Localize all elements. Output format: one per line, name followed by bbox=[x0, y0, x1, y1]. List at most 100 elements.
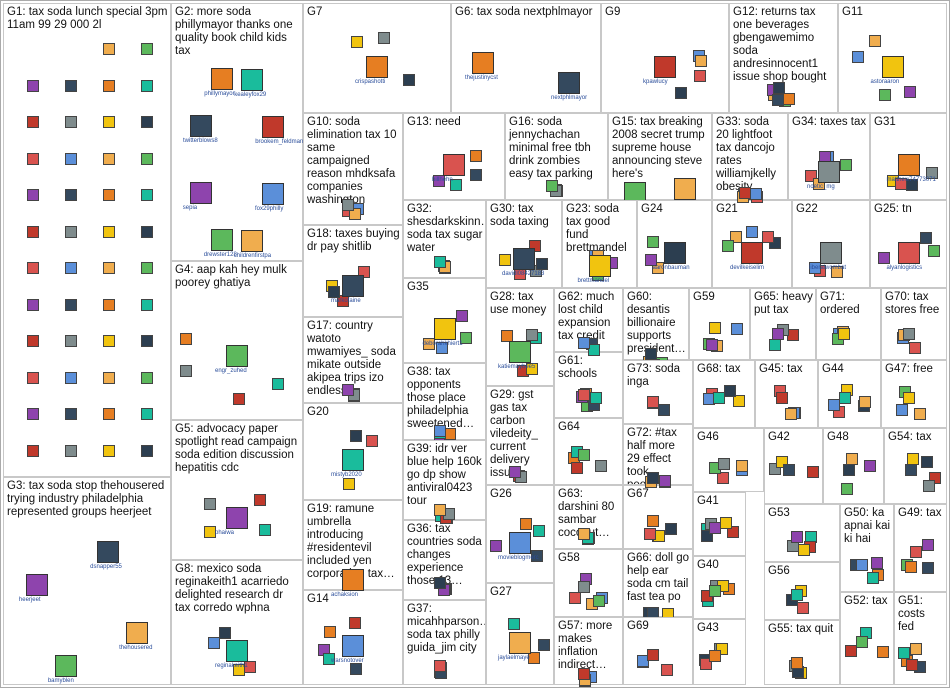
avatar-node[interactable] bbox=[741, 241, 763, 264]
graph-node[interactable] bbox=[785, 408, 798, 421]
graph-node[interactable] bbox=[806, 465, 819, 478]
graph-node[interactable] bbox=[499, 253, 511, 266]
isolate-node[interactable] bbox=[141, 43, 153, 55]
avatar-node[interactable] bbox=[262, 182, 284, 205]
graph-node[interactable] bbox=[724, 385, 737, 398]
graph-node[interactable] bbox=[456, 309, 469, 322]
graph-node[interactable] bbox=[433, 256, 446, 268]
graph-node[interactable] bbox=[509, 465, 521, 478]
graph-node[interactable] bbox=[533, 524, 546, 537]
graph-node[interactable] bbox=[259, 524, 272, 537]
graph-node[interactable] bbox=[435, 342, 448, 355]
graph-node[interactable] bbox=[842, 463, 855, 476]
graph-node[interactable] bbox=[909, 642, 922, 655]
graph-node[interactable] bbox=[525, 362, 538, 375]
graph-node[interactable] bbox=[733, 394, 746, 407]
isolate-node[interactable] bbox=[27, 79, 39, 92]
graph-node[interactable] bbox=[507, 617, 520, 630]
isolate-node[interactable] bbox=[27, 371, 39, 384]
graph-node[interactable] bbox=[490, 540, 503, 553]
graph-node[interactable] bbox=[470, 150, 483, 163]
avatar-node[interactable] bbox=[471, 51, 494, 74]
graph-node[interactable] bbox=[433, 659, 446, 672]
isolate-node[interactable] bbox=[27, 298, 39, 311]
graph-node[interactable] bbox=[877, 252, 890, 265]
graph-node[interactable] bbox=[577, 668, 590, 680]
graph-node[interactable] bbox=[520, 518, 533, 530]
graph-node[interactable] bbox=[870, 557, 883, 570]
isolate-node[interactable] bbox=[65, 408, 77, 420]
graph-node[interactable] bbox=[809, 262, 822, 275]
graph-node[interactable] bbox=[433, 425, 446, 437]
graph-node[interactable] bbox=[867, 572, 880, 585]
graph-node[interactable] bbox=[449, 178, 462, 191]
isolate-node[interactable] bbox=[27, 262, 39, 274]
graph-node[interactable] bbox=[713, 391, 725, 404]
avatar-node[interactable] bbox=[443, 154, 465, 176]
graph-node[interactable] bbox=[644, 253, 657, 266]
avatar-node[interactable] bbox=[433, 318, 456, 340]
graph-node[interactable] bbox=[343, 477, 356, 490]
graph-node[interactable] bbox=[921, 455, 934, 468]
graph-node[interactable] bbox=[769, 339, 782, 352]
avatar-node[interactable] bbox=[342, 275, 364, 297]
isolate-node[interactable] bbox=[65, 79, 77, 92]
isolate-node[interactable] bbox=[103, 225, 115, 238]
graph-node[interactable] bbox=[459, 331, 472, 344]
graph-node[interactable] bbox=[791, 588, 803, 601]
isolate-node[interactable] bbox=[103, 335, 115, 347]
isolate-node[interactable] bbox=[65, 262, 77, 274]
avatar-node[interactable] bbox=[509, 341, 531, 363]
avatar-node[interactable] bbox=[897, 241, 920, 264]
isolate-node[interactable] bbox=[27, 225, 39, 238]
isolate-node[interactable] bbox=[27, 189, 39, 201]
graph-node[interactable] bbox=[772, 328, 784, 340]
graph-node[interactable] bbox=[904, 463, 917, 476]
graph-node[interactable] bbox=[921, 562, 934, 575]
avatar-node[interactable] bbox=[342, 568, 364, 591]
graph-node[interactable] bbox=[675, 86, 688, 99]
graph-node[interactable] bbox=[762, 230, 775, 243]
isolate-node[interactable] bbox=[65, 298, 77, 311]
graph-node[interactable] bbox=[717, 457, 730, 470]
graph-node[interactable] bbox=[851, 51, 864, 64]
avatar-node[interactable] bbox=[226, 507, 248, 529]
isolate-node[interactable] bbox=[103, 116, 115, 128]
graph-node[interactable] bbox=[254, 494, 267, 507]
graph-node[interactable] bbox=[739, 186, 751, 199]
graph-node[interactable] bbox=[797, 543, 810, 556]
isolate-node[interactable] bbox=[103, 262, 115, 274]
graph-node[interactable] bbox=[708, 649, 721, 662]
graph-node[interactable] bbox=[501, 329, 514, 342]
avatar-node[interactable] bbox=[241, 68, 264, 91]
graph-node[interactable] bbox=[705, 339, 718, 352]
graph-node[interactable] bbox=[535, 257, 548, 270]
graph-node[interactable] bbox=[909, 545, 922, 558]
graph-node[interactable] bbox=[403, 74, 416, 86]
graph-node[interactable] bbox=[750, 188, 763, 201]
graph-node[interactable] bbox=[350, 430, 363, 443]
isolate-node[interactable] bbox=[141, 79, 153, 92]
graph-node[interactable] bbox=[863, 459, 876, 472]
avatar-node[interactable] bbox=[54, 655, 77, 678]
graph-node[interactable] bbox=[577, 337, 590, 349]
isolate-node[interactable] bbox=[141, 298, 153, 311]
isolate-node[interactable] bbox=[103, 371, 115, 384]
graph-node[interactable] bbox=[782, 463, 795, 476]
graph-node[interactable] bbox=[358, 265, 371, 278]
graph-node[interactable] bbox=[323, 653, 336, 666]
isolate-node[interactable] bbox=[141, 189, 153, 201]
graph-node[interactable] bbox=[643, 528, 656, 541]
graph-node[interactable] bbox=[577, 580, 590, 593]
isolate-node[interactable] bbox=[27, 444, 39, 457]
graph-node[interactable] bbox=[647, 471, 659, 484]
graph-node[interactable] bbox=[730, 323, 743, 336]
isolate-node[interactable] bbox=[103, 43, 115, 55]
graph-node[interactable] bbox=[348, 616, 361, 629]
graph-node[interactable] bbox=[927, 245, 940, 258]
graph-node[interactable] bbox=[203, 498, 216, 511]
graph-node[interactable] bbox=[647, 514, 659, 527]
avatar-node[interactable] bbox=[674, 178, 697, 201]
graph-node[interactable] bbox=[914, 407, 927, 420]
graph-node[interactable] bbox=[342, 383, 354, 396]
